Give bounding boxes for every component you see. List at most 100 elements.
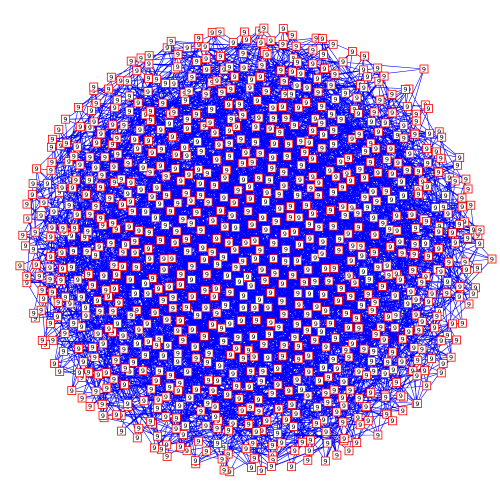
node-label: 9 [421, 178, 425, 186]
node-label: 9 [227, 127, 231, 135]
node-box [249, 352, 259, 362]
graph-node: 9 [239, 27, 249, 37]
node-label: 9 [241, 50, 245, 58]
graph-node: 9 [331, 172, 341, 182]
node-box [220, 222, 230, 232]
node-label: 9 [214, 413, 218, 421]
graph-node: 9 [225, 319, 235, 329]
node-label: 9 [341, 203, 345, 211]
graph-node: 9 [345, 385, 355, 395]
graph-node: 9 [85, 209, 95, 219]
node-label: 9 [49, 167, 53, 175]
node-label: 9 [260, 427, 264, 435]
node-label: 9 [87, 369, 91, 377]
graph-node: 9 [238, 110, 248, 120]
node-label: 9 [282, 342, 286, 350]
node-box [330, 94, 340, 104]
node-label: 9 [206, 400, 210, 408]
node-label: 9 [109, 240, 113, 248]
node-box [310, 335, 320, 345]
node-label: 9 [466, 185, 470, 193]
node-box [158, 351, 168, 361]
node-box [245, 182, 255, 192]
graph-node: 9 [48, 287, 57, 297]
graph-node: 9 [371, 329, 381, 339]
node-box [244, 345, 254, 355]
graph-node: 9 [36, 305, 46, 315]
node-box [132, 339, 142, 348]
graph-node: 9 [390, 323, 400, 333]
node-label: 9 [266, 354, 270, 362]
node-label: 9 [386, 313, 390, 321]
graph-node: 9 [183, 246, 193, 256]
node-label: 9 [253, 255, 257, 263]
node-label: 9 [332, 265, 336, 273]
node-label: 9 [412, 344, 416, 352]
node-label: 9 [76, 104, 80, 112]
graph-node: 9 [193, 137, 202, 147]
graph-node: 9 [45, 263, 55, 273]
graph-node: 9 [333, 296, 343, 306]
node-label: 9 [388, 226, 392, 234]
node-label: 9 [72, 153, 76, 161]
node-box [48, 287, 57, 297]
graph-node: 9 [303, 265, 313, 275]
node-box [263, 303, 273, 312]
graph-node: 9 [259, 339, 269, 349]
node-box [299, 277, 309, 287]
node-label: 9 [428, 130, 432, 138]
node-label: 9 [153, 214, 157, 222]
node-label: 9 [147, 229, 151, 237]
node-label: 9 [259, 377, 263, 385]
node-label: 9 [183, 144, 187, 152]
graph-node: 9 [282, 151, 292, 161]
node-label: 9 [141, 164, 145, 172]
graph-node: 9 [201, 89, 211, 99]
graph-node: 9 [217, 454, 227, 464]
node-box [208, 320, 218, 330]
node-box [254, 173, 264, 183]
node-label: 9 [393, 324, 397, 332]
node-box [118, 262, 127, 271]
node-box [238, 256, 248, 266]
graph-node: 9 [411, 310, 421, 320]
node-label: 9 [344, 310, 348, 318]
graph-node: 9 [364, 274, 374, 284]
graph-node: 9 [133, 98, 143, 108]
graph-node: 9 [138, 163, 148, 172]
node-label: 9 [416, 191, 420, 199]
graph-node: 9 [447, 228, 457, 238]
node-label: 9 [347, 272, 351, 280]
graph-node: 9 [54, 125, 64, 134]
node-box [69, 318, 79, 328]
node-box [398, 191, 408, 200]
node-label: 9 [136, 145, 140, 153]
node-label: 9 [85, 248, 89, 256]
node-label: 9 [231, 420, 235, 428]
node-label: 9 [210, 29, 214, 37]
node-label: 9 [222, 338, 226, 346]
node-label: 9 [375, 198, 379, 206]
node-box [341, 308, 351, 318]
node-label: 9 [242, 292, 246, 300]
node-label: 9 [326, 399, 330, 407]
node-label: 9 [184, 304, 188, 312]
graph-node: 9 [132, 339, 142, 348]
node-box [361, 402, 371, 412]
node-label: 9 [96, 330, 100, 338]
node-label: 9 [478, 226, 482, 234]
node-label: 9 [425, 382, 429, 390]
node-label: 9 [112, 285, 116, 293]
graph-node: 9 [91, 201, 101, 211]
node-label: 9 [376, 64, 380, 72]
node-label: 9 [212, 182, 216, 190]
graph-node: 9 [212, 423, 222, 433]
node-box [294, 300, 304, 310]
graph-node: 9 [287, 30, 297, 40]
node-box [202, 269, 212, 279]
graph-node: 9 [101, 285, 111, 295]
node-label: 9 [402, 122, 406, 130]
graph-node: 9 [185, 393, 195, 403]
node-label: 9 [185, 125, 189, 133]
node-box [239, 63, 249, 72]
